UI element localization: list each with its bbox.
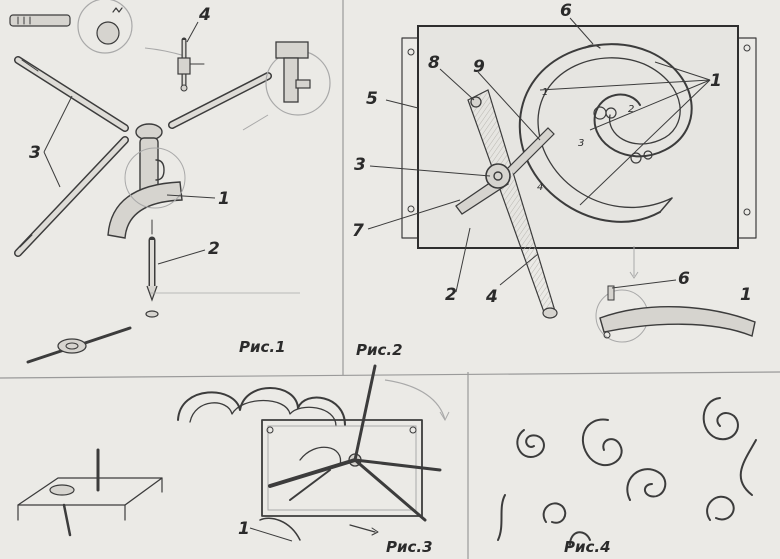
fig2-label-6b: 6 [678, 269, 690, 289]
spiral-mark-4: 4 [537, 182, 543, 193]
scroll-shapes [497, 397, 757, 546]
fig3-main-plate [259, 364, 442, 541]
fig2-label-1b: 1 [740, 285, 752, 305]
key-detail-circle [242, 41, 331, 131]
figure-4: Рис.4 [497, 397, 757, 556]
fig2-label-7: 7 [352, 221, 364, 241]
fig3-leader-1 [249, 527, 293, 542]
fig2-label-1: 1 [710, 71, 722, 91]
fig1-label-2: 2 [208, 239, 220, 259]
fig1-leaders [43, 21, 216, 265]
fig2-label-3: 3 [354, 155, 366, 175]
central-hub [107, 123, 186, 239]
fig2-caption: Рис.2 [356, 341, 403, 359]
spiral-mark-2: 2 [628, 104, 634, 115]
figure-3: 1 Рис.3 [17, 364, 450, 556]
handle-arms [14, 56, 272, 257]
figure-2: 1 2 3 4 5 8 9 3 7 2 4 6 1 6 1 Ри [352, 1, 757, 359]
spiral-template-1 [518, 43, 693, 223]
bent-strip [177, 379, 450, 427]
threaded-rod-2 [145, 219, 159, 318]
fig2-label-6: 6 [560, 1, 572, 21]
bottom-assembly [26, 292, 300, 364]
fig1-label-1: 1 [218, 189, 230, 209]
lever-4 [467, 89, 558, 319]
fig2-label-4: 4 [485, 287, 498, 307]
bolt-detail-circle [9, 0, 133, 54]
fig1-label-4: 4 [198, 5, 211, 25]
fig3-caption: Рис.3 [386, 538, 433, 556]
fig2-label-9: 9 [473, 57, 485, 77]
fig1-caption: Рис.1 [239, 338, 286, 356]
fig2-leaders [367, 17, 711, 293]
bolt-4 [177, 37, 205, 92]
part-1-detail [595, 246, 756, 343]
fig2-label-8: 8 [428, 53, 440, 73]
spiral-mark-3: 3 [578, 138, 584, 149]
figure-1: 3 1 2 4 Рис.1 [9, 0, 331, 364]
fig2-label-2: 2 [445, 285, 457, 305]
fig2-label-5: 5 [366, 89, 378, 109]
fig4-caption: Рис.4 [564, 538, 611, 556]
fig3-label-1: 1 [238, 519, 250, 539]
base-plate-5 [401, 25, 757, 249]
spiral-mark-1: 1 [542, 87, 548, 98]
pivot-3-handle-7 [455, 96, 555, 215]
fig1-label-3: 3 [29, 143, 41, 163]
fig3-small-plate [17, 448, 163, 537]
